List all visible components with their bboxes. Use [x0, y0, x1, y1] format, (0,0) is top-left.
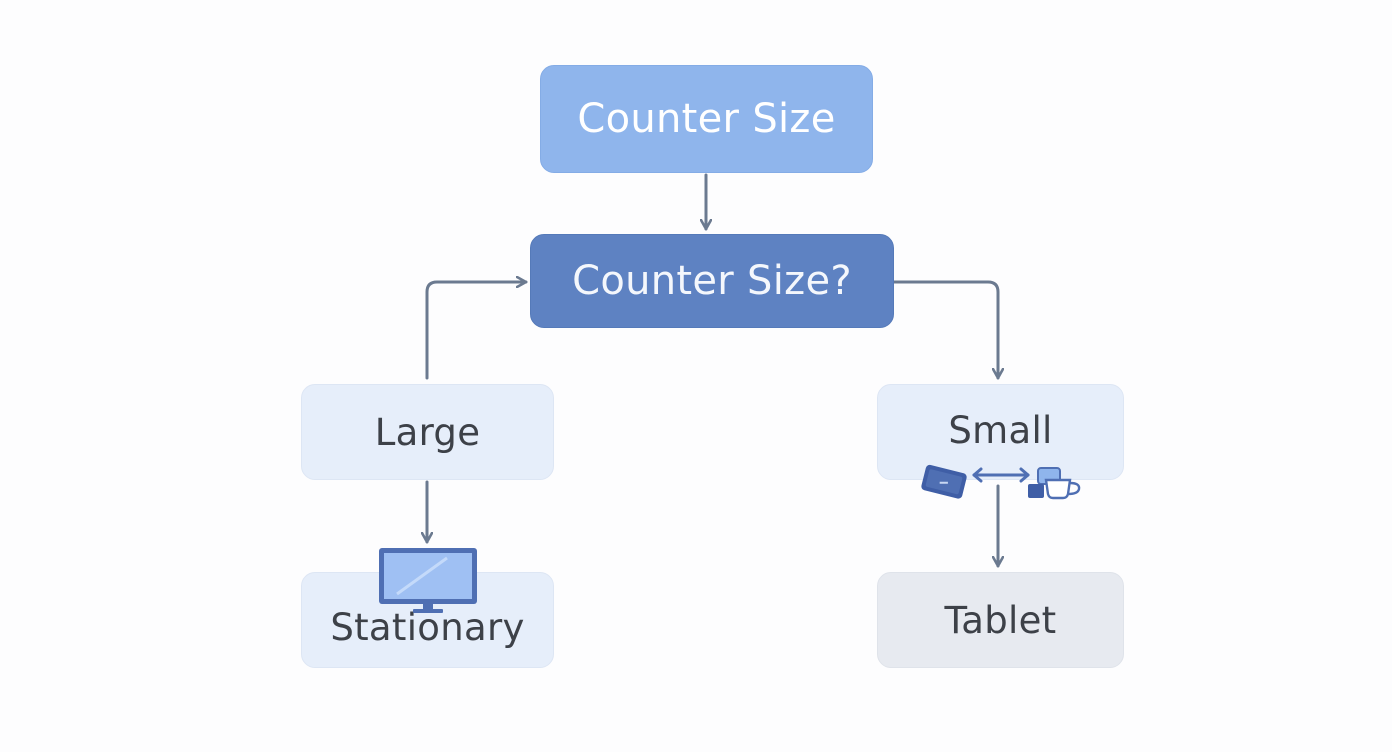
tablet-label: Tablet — [944, 598, 1057, 642]
tablet-node: Tablet — [877, 572, 1124, 668]
tablet-icon — [921, 464, 967, 499]
double-arrow-icon — [972, 467, 1030, 483]
monitor-icon — [379, 548, 477, 613]
small-label: Small — [948, 408, 1053, 452]
root-label: Counter Size — [577, 96, 836, 142]
question-label: Counter Size? — [572, 258, 852, 304]
devices-icon — [1028, 467, 1081, 500]
small-node: Small — [877, 384, 1124, 480]
arrow-large-to-question — [425, 282, 528, 380]
large-node: Large — [301, 384, 554, 480]
large-label: Large — [374, 410, 481, 454]
arrow-question-to-small — [892, 280, 998, 380]
question-node: Counter Size? — [530, 234, 894, 328]
root-node: Counter Size — [540, 65, 873, 173]
